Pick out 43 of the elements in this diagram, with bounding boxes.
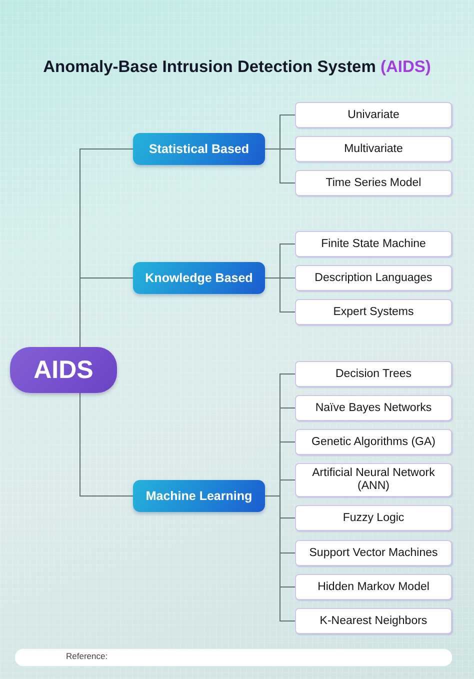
method-label: Support Vector Machines (309, 546, 438, 560)
connector-line (264, 148, 296, 184)
root-label: AIDS (34, 356, 94, 384)
category-label: Knowledge Based (145, 271, 253, 285)
method-box (295, 136, 452, 162)
method-box (295, 463, 452, 497)
method-label: Expert Systems (333, 306, 414, 318)
method-box (295, 299, 452, 325)
method-label: Time Series Model (326, 176, 422, 190)
method-box (295, 231, 452, 257)
method-box (295, 540, 452, 566)
method-box (295, 429, 452, 455)
category-box (133, 262, 265, 294)
method-box (295, 608, 452, 634)
method-label: Artificial Neural Network (ANN) (311, 467, 436, 493)
method-label: Univariate (348, 108, 400, 122)
method-label: Decision Trees (335, 368, 412, 380)
category-box (133, 480, 265, 512)
method-box (295, 170, 452, 196)
title: Anomaly-Base Intrusion Detection System (AIDS) (42, 58, 432, 77)
method-box (295, 395, 452, 421)
reference-label: Reference: (66, 651, 108, 661)
method-label: Naïve Bayes Networks (315, 402, 432, 414)
method-label: Genetic Algorithms (GA) (312, 436, 436, 448)
method-box (295, 505, 452, 531)
category-label: Statistical Based (148, 142, 250, 156)
method-label: Multivariate (344, 142, 403, 156)
category-label: Machine Learning (146, 489, 252, 503)
method-box (295, 265, 452, 291)
connector-line (80, 392, 134, 496)
connector-line (264, 278, 296, 312)
method-box (295, 102, 452, 128)
method-label: Description Languages (314, 272, 432, 284)
category-box (133, 133, 265, 165)
method-label: K-Nearest Neighbors (320, 614, 428, 628)
method-label: Fuzzy Logic (342, 512, 404, 524)
root-box (10, 347, 117, 393)
connector-line (264, 496, 296, 622)
method-box (295, 574, 452, 600)
method-box (295, 361, 452, 387)
method-label: Hidden Markov Model (318, 580, 430, 594)
method-label: Finite State Machine (321, 238, 426, 250)
connector-line (80, 278, 134, 348)
